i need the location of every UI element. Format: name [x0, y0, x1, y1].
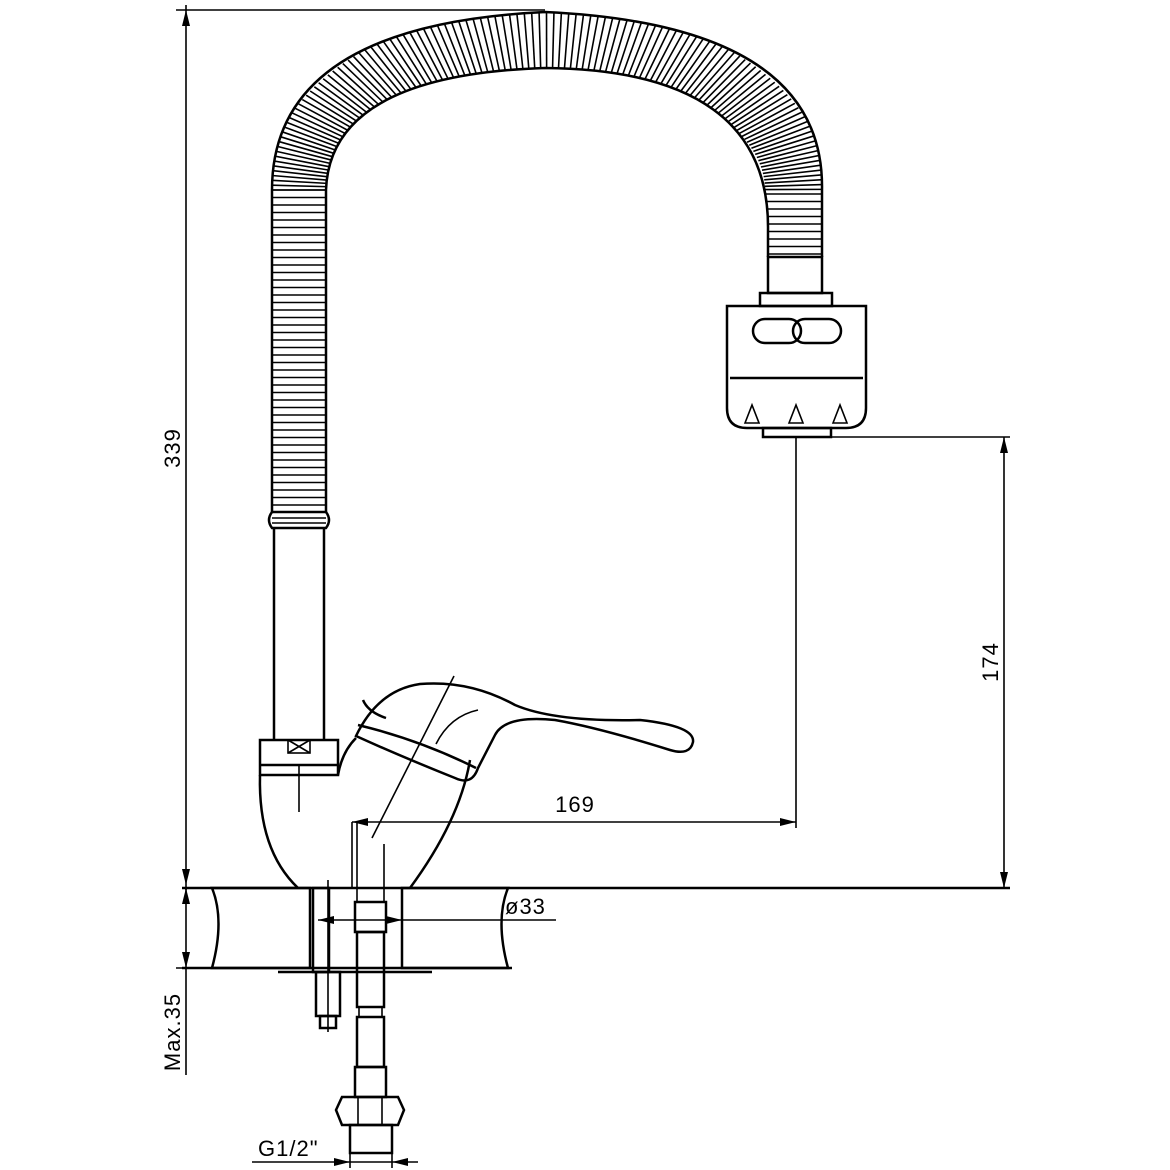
dimension-hole-diameter: ø33 [318, 894, 556, 924]
mounting-stud [311, 880, 342, 1032]
reach-label: 169 [555, 792, 595, 817]
rigid-tube [272, 528, 326, 740]
connection-label: G1/2" [258, 1136, 319, 1161]
total-height-label: 339 [160, 428, 185, 468]
dimension-spout-height: 174 [831, 436, 1010, 888]
max-thickness-label: Max.35 [160, 993, 185, 1071]
hole-diameter-label: ø33 [505, 894, 546, 919]
dimension-max-thickness: Max.35 [160, 888, 208, 1075]
flexible-spout [270, 10, 824, 512]
dimension-total-height: 339 [160, 5, 545, 890]
dimension-reach: 169 [351, 437, 797, 888]
spray-head [725, 255, 868, 439]
countertop-section [182, 886, 1010, 974]
spout-height-label: 174 [978, 642, 1003, 682]
supply-hose [334, 822, 406, 1155]
dimension-connection: G1/2" [252, 1130, 418, 1168]
lever-handle [354, 675, 695, 839]
faucet-body [258, 737, 472, 889]
spout-collar [267, 510, 331, 530]
